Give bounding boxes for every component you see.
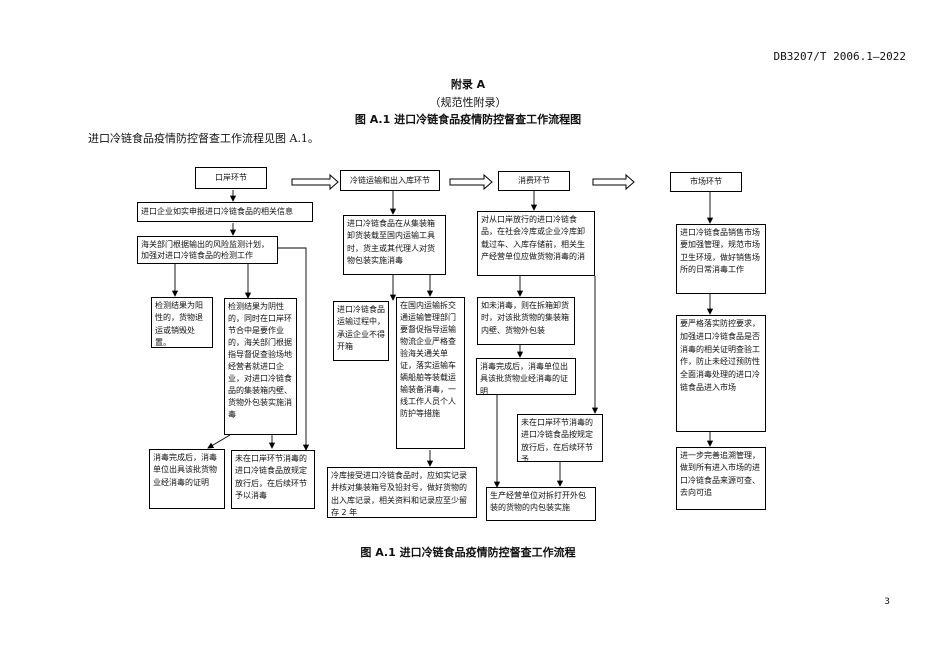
consumption-step-inner-packaging: 生产经营单位对拆打开外包装的货物的内包装实施 bbox=[486, 487, 596, 521]
port-step-risk-monitoring: 海关部门根据输出的风险监测计划，加强对进口冷链食品的检测工作 bbox=[137, 236, 278, 264]
transport-step-unloading: 进口冷链食品在从集装箱卸货装载至国内运输工具时，货主或其代理人对货物包装实施消毒 bbox=[343, 215, 446, 275]
port-step-later-disinfection: 未在口岸环节消毒的进口冷链食品放规定放行后，在后续环节予以消毒 bbox=[231, 450, 315, 509]
appendix-title: 附录 A bbox=[450, 78, 486, 91]
consumption-step-unpacking-disinfection: 如未消毒，则在拆箱卸货时，对该批货物的集装箱内壁、货物外包装 bbox=[477, 297, 575, 345]
figure-caption: 图 A.1 进口冷链食品疫情防控督查工作流程 bbox=[360, 546, 576, 559]
port-step-declare: 进口企业如实申报进口冷链食品的相关信息 bbox=[137, 202, 313, 222]
transport-step-cold-storage-records: 冷库接受进口冷链食品时，应如实记录并核对集装箱号及铅封号，做好货物的出入库记录，… bbox=[327, 467, 477, 518]
figure-title: 图 A.1 进口冷链食品疫情防控督查工作流程图 bbox=[354, 113, 582, 126]
appendix-type: （规范性附录） bbox=[429, 96, 507, 109]
market-step-traceability: 进一步完善追溯管理，做到所有进入市场的进口冷链食品来源可查、去向可追 bbox=[676, 447, 766, 510]
port-step-disinfection-certificate: 消毒完成后，消毒单位出具该批货物业经消毒的证明 bbox=[149, 449, 225, 509]
transport-step-traffic-supervision: 在国内运输拆交通运输管理部门要督促指导运输物流企业严格查验海关通关单证，落实运输… bbox=[396, 297, 465, 449]
consumption-step-later-disinfection: 未在口岸环节消毒的进口冷链食品按规定放行后，在后续环节予 bbox=[517, 414, 603, 462]
document-number: DB3207/T 2006.1—2022 bbox=[773, 50, 906, 63]
port-step-positive-result: 检测结果为阳性的，货物退运或销毁处置。 bbox=[151, 297, 213, 348]
stage-consumption: 消费环节 bbox=[498, 171, 570, 191]
transport-step-no-opening: 进口冷链食品运输过程中，承运企业不得开箱 bbox=[333, 301, 389, 361]
page-number: 3 bbox=[884, 597, 890, 607]
stage-port: 口岸环节 bbox=[195, 167, 267, 189]
port-step-negative-result: 检测结果为阴性的，同时在口岸环节合中是要作业的，海关部门根据指导督促查验场地经营… bbox=[224, 298, 297, 435]
stage-market: 市场环节 bbox=[670, 172, 742, 192]
consumption-step-warehouse: 对从口岸放行的进口冷链食品，在社会冷库或企业冷库卸载过车、入库存储前，相关生产经… bbox=[477, 211, 595, 276]
market-step-verification: 要严格落实防控要求，加强进口冷链食品是否消毒的相关证明查验工作，防止未经过预防性… bbox=[676, 315, 766, 432]
consumption-step-certificate: 消毒完成后，消毒单位出具该批货物业经消毒的证明 bbox=[476, 358, 576, 395]
stage-transport: 冷链运输和出入库环节 bbox=[340, 170, 440, 191]
intro-paragraph: 进口冷链食品疫情防控督查工作流程见图 A.1。 bbox=[88, 132, 319, 145]
market-step-management: 进口冷链食品销售市场要加强管理，规范市场卫生环境，做好销售场所的日常消毒工作 bbox=[676, 224, 766, 294]
